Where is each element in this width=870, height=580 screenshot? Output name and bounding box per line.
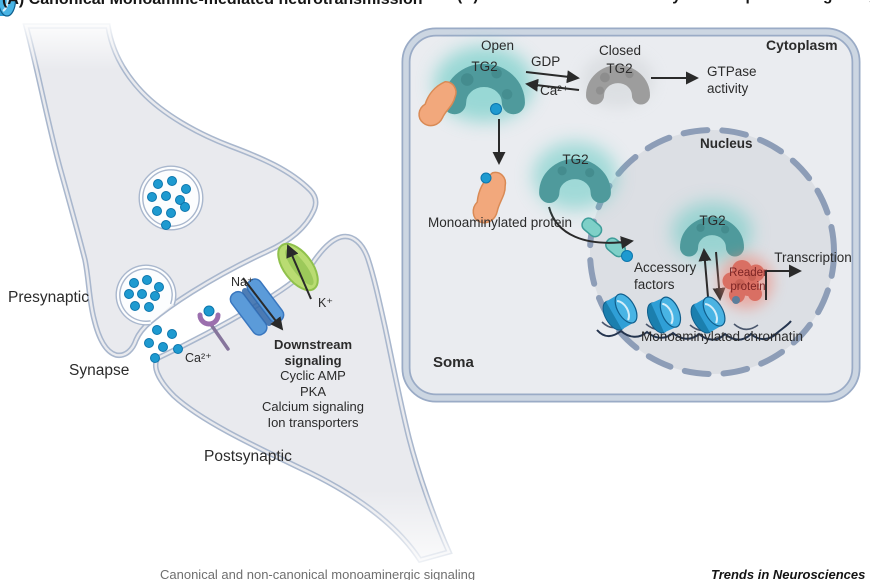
monoamine-dot-cytoplasm — [490, 103, 502, 115]
sodium-label: Na⁺ — [231, 275, 254, 289]
postsynaptic-label: Postsynaptic — [204, 448, 292, 465]
open-state-label: Open — [480, 38, 515, 53]
panel-b-title: (B) Non-canonical monoaminylation-depend… — [457, 0, 870, 5]
monoamine-dot-nucleus — [621, 250, 633, 262]
reader-protein — [722, 260, 765, 303]
downstream-signaling-block: Downstream signaling Cyclic AMP PKA Calc… — [233, 337, 393, 430]
nuclear-tg2-label: TG2 — [699, 213, 726, 228]
substrate-protein — [418, 80, 457, 127]
dna-strand — [596, 320, 792, 341]
open-closed-equilibrium-arrows — [525, 70, 580, 92]
cytoplasm-tg2-label: TG2 — [562, 152, 589, 167]
cytoplasm-label: Cytoplasm — [766, 37, 838, 53]
reader-line1: Reader — [729, 267, 767, 279]
dendrite-fade — [262, 490, 488, 580]
downstream-title-1: Downstream — [273, 337, 353, 352]
open-tg2-enzyme — [443, 63, 525, 115]
closed-tg2-enzyme — [586, 65, 650, 105]
synaptic-vesicle-fusing — [115, 264, 177, 326]
accessory-line2: factors — [634, 277, 675, 292]
gdp-label: GDP — [531, 54, 561, 69]
potassium-efflux-arrow — [286, 244, 312, 300]
accessory-line1: Accessory — [634, 260, 697, 275]
nuclear-tg2-enzyme — [680, 217, 744, 257]
panel-a-title: (A) Canonical Monoamine-mediated neurotr… — [2, 0, 423, 9]
reader-line2: protein — [730, 280, 766, 293]
downstream-title-2: signaling — [284, 352, 342, 368]
transcription-label: Transcription — [774, 250, 852, 265]
nucleosome-4 — [0, 0, 17, 17]
figure-caption: Canonical and non-canonical monoaminergi… — [160, 567, 476, 580]
downstream-item: Ion transporters — [267, 414, 359, 430]
monoaminylated-protein-label: Monoaminylated protein — [427, 215, 573, 230]
gtpase-line1: GTPase — [707, 64, 757, 79]
accessory-factor-equilibrium-arrows — [698, 248, 726, 301]
gtpase-activity-label: GTPase activity — [707, 64, 757, 97]
nucleosome-1 — [602, 293, 638, 331]
monoamine-dots-cleft — [144, 325, 183, 363]
calcium-b-label: Ca²⁺ — [540, 83, 569, 98]
tg2-nuclear-import-arrow — [548, 206, 634, 250]
bound-monoamine-dot — [203, 305, 215, 317]
reader-protein-label: Reader protein — [722, 267, 774, 294]
nucleosome-3 — [690, 296, 726, 334]
reader-mark-dot — [732, 296, 740, 304]
monoamine-dots-upper-vesicle — [147, 176, 191, 230]
chromatin-label: Monoaminylated chromatin — [640, 329, 804, 344]
axon-fade — [12, 18, 136, 70]
soma-label: Soma — [433, 354, 474, 371]
calcium-label: Ca²⁺ — [185, 351, 212, 365]
cytoplasm-tg2-enzyme — [539, 158, 611, 204]
accessory-factors-label: Accessory factors — [634, 259, 696, 293]
journal-name: Trends in Neurosciences — [711, 567, 866, 580]
monoamine-dots-fusing-vesicle — [124, 275, 164, 312]
presynaptic-label: Presynaptic — [8, 289, 89, 306]
synapse-label: Synapse — [69, 362, 130, 379]
downstream-item: PKA — [299, 383, 326, 399]
downstream-item: Cyclic AMP — [280, 368, 346, 383]
sodium-influx-arrow — [242, 277, 284, 331]
open-tg2-label: TG2 — [471, 59, 498, 74]
downstream-item: Calcium signaling — [262, 399, 364, 414]
closed-state-label: Closed — [598, 43, 642, 58]
transcription-arrow — [765, 264, 802, 300]
closed-tg2-label: TG2 — [606, 61, 633, 76]
nucleosome-2 — [646, 296, 682, 334]
potassium-label: K⁺ — [318, 296, 333, 310]
sodium-channel — [229, 278, 285, 336]
synaptic-vesicle-upper — [138, 165, 204, 231]
nucleus-label: Nucleus — [700, 136, 753, 151]
gtpase-line2: activity — [707, 80, 749, 96]
monoamine-receptor — [197, 305, 230, 351]
monoaminylated-protein — [472, 171, 507, 224]
monoamine-on-protein-dot — [480, 172, 492, 184]
